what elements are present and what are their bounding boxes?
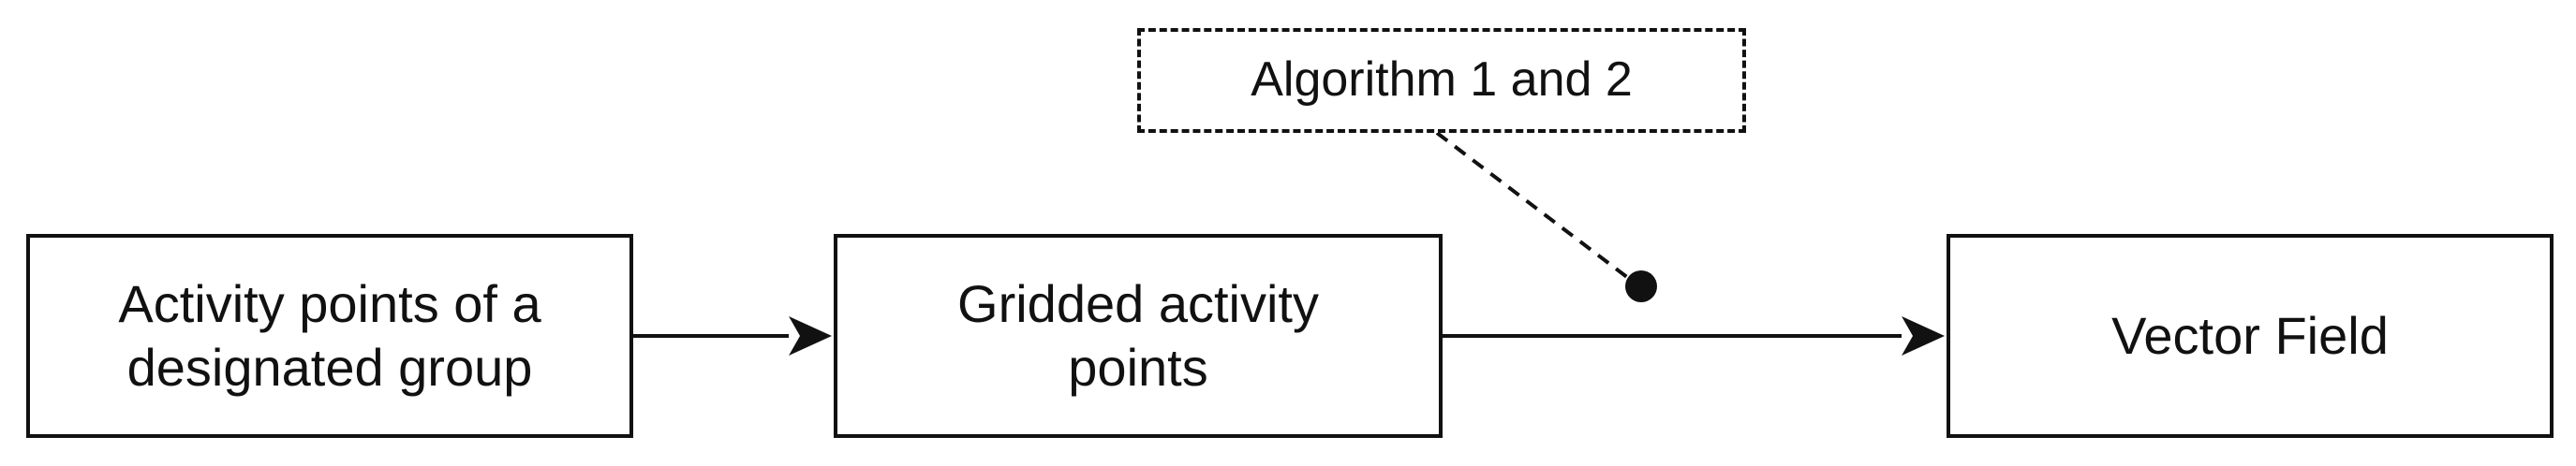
arrow-activity-to-gridded [633,316,832,356]
node-label-line: Gridded activity [957,273,1319,333]
node-gridded-points-label: Gridded activity points [957,272,1319,400]
node-vector-field-label: Vector Field [2111,305,2389,365]
arrow-gridded-to-vector [1443,316,1945,356]
annotation-algorithm-note: Algorithm 1 and 2 [1137,28,1746,133]
node-vector-field: Vector Field [1947,234,2554,438]
arrowhead-icon [789,316,832,356]
node-activity-points: Activity points of a designated group [26,234,633,438]
node-label-line: designated group [126,338,533,397]
annotation-algorithm-label: Algorithm 1 and 2 [1251,52,1633,108]
arrowhead-icon [1902,316,1945,356]
node-activity-points-label: Activity points of a designated group [118,272,540,400]
annotation-connector [1435,131,1634,283]
node-gridded-points: Gridded activity points [834,234,1443,438]
annotation-dot-icon [1625,270,1657,302]
node-label-line: points [1068,338,1208,397]
node-label-line: Activity points of a [118,273,541,333]
